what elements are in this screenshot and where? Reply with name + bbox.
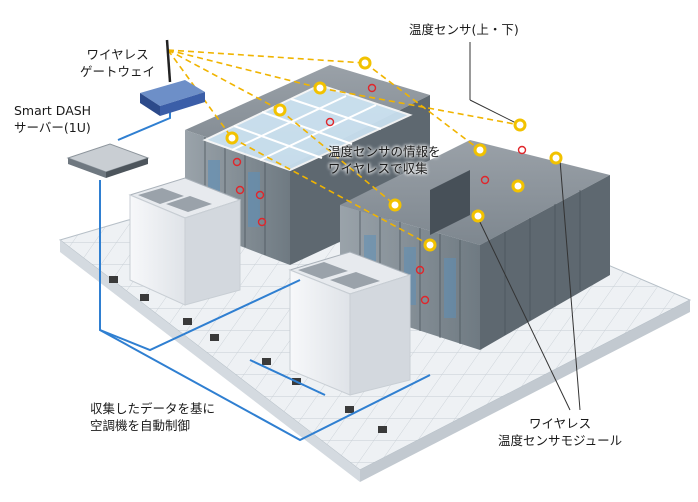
label-line: 収集したデータを基に <box>90 401 216 416</box>
label-line: 温度センサの情報を <box>328 144 441 159</box>
label-smart-dash-server: Smart DASH サーバー(1U) <box>14 102 91 136</box>
radio-links <box>167 49 521 246</box>
label-line: サーバー(1U) <box>14 120 91 135</box>
label-line: 空調機を自動制御 <box>90 418 191 433</box>
label-line: ワイヤレス <box>529 416 592 431</box>
label-temp-sensor-top: 温度センサ(上・下) <box>409 22 519 37</box>
network-lines <box>99 108 431 442</box>
label-line: ワイヤレス <box>86 47 149 62</box>
wireless-gateway <box>140 39 205 116</box>
label-line: ワイヤレスで収集 <box>328 161 428 176</box>
air-conditioner-2 <box>288 251 412 396</box>
label-wireless-collect: 温度センサの情報を ワイヤレスで収集 <box>328 143 441 177</box>
label-auto-control: 収集したデータを基に 空調機を自動制御 <box>90 400 215 434</box>
air-conditioner-1 <box>128 177 242 306</box>
label-wireless-gateway: ワイヤレス ゲートウェイ <box>80 46 155 80</box>
label-line: ゲートウェイ <box>80 64 156 79</box>
label-line: Smart DASH <box>14 103 92 118</box>
label-wireless-temp-module: ワイヤレス 温度センサモジュール <box>498 415 622 449</box>
smart-dash-server <box>66 143 150 178</box>
cold-aisle-containment <box>202 83 413 172</box>
label-line: 温度センサモジュール <box>498 433 623 448</box>
upper-temp-sensors <box>225 56 563 252</box>
lower-temp-sensors <box>232 83 527 305</box>
leader-lines <box>469 42 581 411</box>
